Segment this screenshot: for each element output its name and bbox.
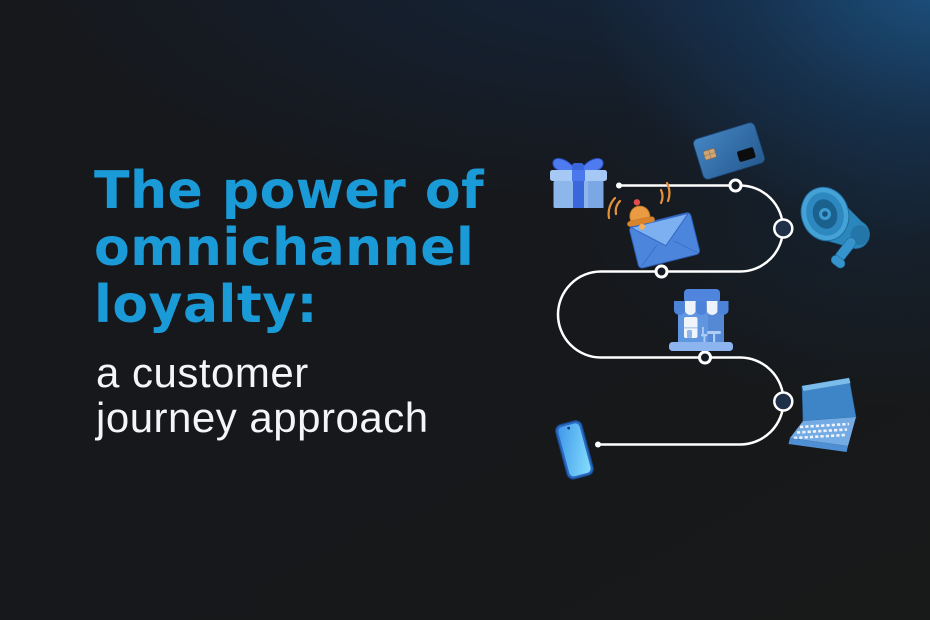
page-title: The power of omnichannel loyalty: <box>94 163 564 334</box>
text-block: The power of omnichannel loyalty: a cust… <box>94 163 564 441</box>
journey-node-small <box>728 178 743 193</box>
journey-end-dot <box>595 441 601 448</box>
email-notification-icon: email notification <box>607 181 701 269</box>
page-subtitle: a customer journey approach <box>96 350 564 440</box>
laptop-icon: laptop <box>788 377 857 452</box>
journey-node-small <box>654 264 669 279</box>
gift-icon: gift reward <box>550 158 607 208</box>
smartphone-icon: smartphone <box>555 420 594 480</box>
title-line-1: The power of <box>94 161 485 221</box>
journey-node-small <box>698 350 712 365</box>
megaphone-icon: megaphone promotion <box>800 186 870 269</box>
credit-card-icon: credit card <box>693 122 765 180</box>
bell-icon <box>627 199 655 230</box>
title-line-3: loyalty: <box>94 275 318 335</box>
title-line-2: omnichannel <box>94 218 475 278</box>
subtitle-line-2: journey approach <box>96 394 429 441</box>
store-icon: retail store <box>669 289 733 351</box>
journey-node-large <box>773 218 794 239</box>
subtitle-line-1: a customer <box>96 349 309 396</box>
journey-start-dot <box>616 182 622 189</box>
journey-node-large <box>773 391 794 412</box>
